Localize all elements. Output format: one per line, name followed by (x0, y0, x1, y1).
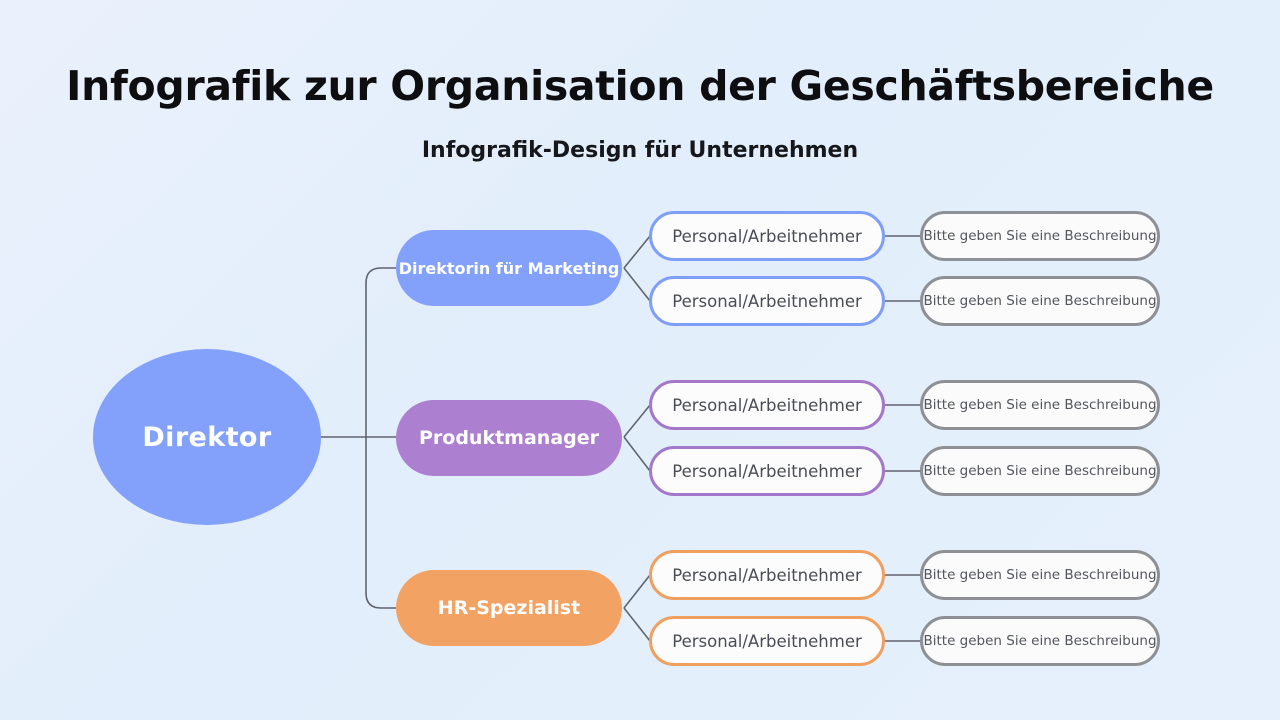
connector-spine-upper (365, 267, 396, 437)
connector-spine-lower (365, 437, 396, 609)
org-node-leaf-3-1-label: Personal/Arbeitnehmer (672, 565, 862, 585)
org-node-leaf-3-1[interactable]: Personal/Arbeitnehmer (649, 550, 885, 600)
org-node-leaf-2-2-label: Personal/Arbeitnehmer (672, 461, 862, 481)
org-node-root-label: Direktor (142, 421, 272, 453)
org-node-description-3-2-label: Bitte geben Sie eine Beschreibung (923, 633, 1157, 649)
org-node-leaf-1-2[interactable]: Personal/Arbeitnehmer (649, 276, 885, 326)
org-node-leaf-2-1-label: Personal/Arbeitnehmer (672, 395, 862, 415)
org-node-description-1-1-label: Bitte geben Sie eine Beschreibung (923, 228, 1157, 244)
org-node-description-3-1[interactable]: Bitte geben Sie eine Beschreibung (920, 550, 1160, 600)
org-node-branch-3-label: HR-Spezialist (437, 597, 581, 619)
org-node-branch-1[interactable]: Direktorin für Marketing (396, 230, 622, 306)
connector-branch2-leaf2 (623, 436, 651, 472)
org-node-description-1-2[interactable]: Bitte geben Sie eine Beschreibung (920, 276, 1160, 326)
org-node-leaf-2-1[interactable]: Personal/Arbeitnehmer (649, 380, 885, 430)
org-node-branch-2-label: Produktmanager (418, 427, 600, 449)
page-title: Infografik zur Organisation der Geschäft… (66, 62, 1214, 110)
org-node-leaf-2-2[interactable]: Personal/Arbeitnehmer (649, 446, 885, 496)
org-node-description-2-1[interactable]: Bitte geben Sie eine Beschreibung (920, 380, 1160, 430)
org-node-description-3-2[interactable]: Bitte geben Sie eine Beschreibung (920, 616, 1160, 666)
org-node-leaf-1-1-label: Personal/Arbeitnehmer (672, 226, 862, 246)
org-node-branch-2[interactable]: Produktmanager (396, 400, 622, 476)
org-node-branch-3[interactable]: HR-Spezialist (396, 570, 622, 646)
org-node-branch-1-label: Direktorin für Marketing (398, 258, 620, 278)
org-node-leaf-1-1[interactable]: Personal/Arbeitnehmer (649, 211, 885, 261)
org-node-description-1-1[interactable]: Bitte geben Sie eine Beschreibung (920, 211, 1160, 261)
org-node-description-2-2[interactable]: Bitte geben Sie eine Beschreibung (920, 446, 1160, 496)
connector-branch1-leaf1 (623, 235, 651, 269)
connector-branch2-leaf1 (623, 404, 651, 438)
org-node-root[interactable]: Direktor (93, 349, 321, 525)
connector-branch1-leaf2 (623, 267, 651, 302)
org-node-leaf-3-2-label: Personal/Arbeitnehmer (672, 631, 862, 651)
org-node-description-2-2-label: Bitte geben Sie eine Beschreibung (923, 463, 1157, 479)
org-node-leaf-3-2[interactable]: Personal/Arbeitnehmer (649, 616, 885, 666)
org-node-leaf-1-2-label: Personal/Arbeitnehmer (672, 291, 862, 311)
page-subtitle: Infografik-Design für Unternehmen (421, 138, 859, 163)
org-node-description-2-1-label: Bitte geben Sie eine Beschreibung (923, 397, 1157, 413)
org-node-description-1-2-label: Bitte geben Sie eine Beschreibung (923, 293, 1157, 309)
connector-branch3-leaf1 (623, 574, 651, 609)
org-node-description-3-1-label: Bitte geben Sie eine Beschreibung (923, 567, 1157, 583)
connector-branch3-leaf2 (623, 607, 651, 642)
